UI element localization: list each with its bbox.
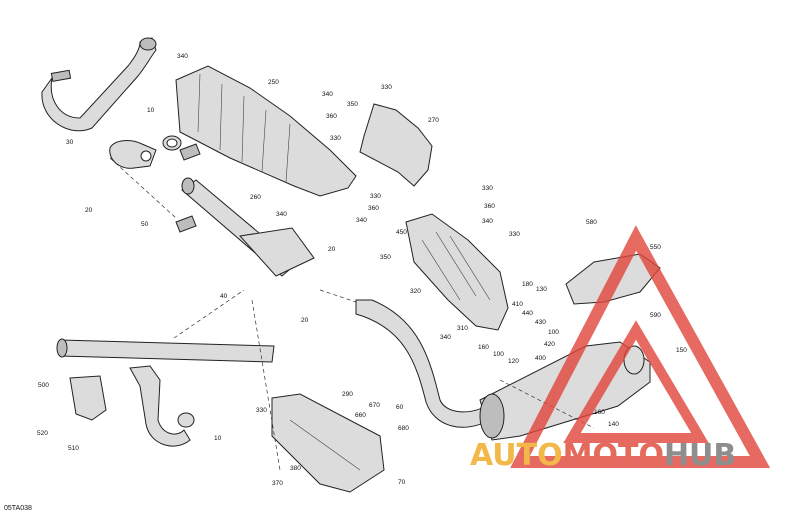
callout-140: 140 bbox=[608, 421, 619, 428]
callout-400: 400 bbox=[535, 355, 546, 362]
callout-450: 450 bbox=[396, 229, 407, 236]
callout-420: 420 bbox=[544, 341, 555, 348]
callout-550: 550 bbox=[650, 244, 661, 251]
callout-160: 160 bbox=[594, 409, 605, 416]
heat-shield-320 bbox=[405, 213, 509, 331]
callout-670: 670 bbox=[369, 402, 380, 409]
callout-330: 330 bbox=[381, 84, 392, 91]
callout-20: 20 bbox=[328, 246, 336, 253]
center-pipe-40 bbox=[181, 177, 315, 277]
callout-20: 20 bbox=[85, 207, 93, 214]
callout-660: 660 bbox=[355, 412, 366, 419]
callout-320: 320 bbox=[410, 288, 421, 295]
callout-70: 70 bbox=[398, 479, 406, 486]
watermark-logo bbox=[510, 225, 771, 468]
callout-30: 30 bbox=[66, 139, 74, 146]
callout-340: 340 bbox=[322, 91, 333, 98]
callout-340: 340 bbox=[482, 218, 493, 225]
callout-340: 340 bbox=[440, 334, 451, 341]
callout-370: 370 bbox=[272, 480, 283, 487]
callout-330: 330 bbox=[482, 185, 493, 192]
callout-360: 360 bbox=[484, 203, 495, 210]
callout-440: 440 bbox=[522, 310, 533, 317]
callout-350: 350 bbox=[380, 254, 391, 261]
callout-430: 430 bbox=[535, 319, 546, 326]
elbow-flange bbox=[109, 140, 157, 169]
callout-340: 340 bbox=[177, 53, 188, 60]
callout-410: 410 bbox=[512, 301, 523, 308]
callout-260: 260 bbox=[250, 194, 261, 201]
callout-130: 130 bbox=[536, 286, 547, 293]
callout-20: 20 bbox=[301, 317, 309, 324]
muffler-400 bbox=[479, 341, 651, 441]
callout-350: 350 bbox=[347, 101, 358, 108]
tail-pipe-assembly bbox=[56, 338, 275, 447]
callout-10: 10 bbox=[147, 107, 155, 114]
spring-set-lower bbox=[175, 215, 197, 233]
inlet-pipe bbox=[41, 37, 157, 132]
callout-340: 340 bbox=[356, 217, 367, 224]
callout-180: 180 bbox=[522, 281, 533, 288]
callout-120: 120 bbox=[508, 358, 519, 365]
callout-40: 40 bbox=[220, 293, 228, 300]
callout-330: 330 bbox=[330, 135, 341, 142]
callout-10: 10 bbox=[214, 435, 222, 442]
watermark-text: AUTOMOTOHUB bbox=[470, 438, 736, 473]
callout-590: 590 bbox=[650, 312, 661, 319]
callout-330: 330 bbox=[370, 193, 381, 200]
heat-shield-290 bbox=[271, 393, 385, 493]
clamp-ring-10 bbox=[162, 135, 182, 151]
callout-100: 100 bbox=[548, 329, 559, 336]
callout-250: 250 bbox=[268, 79, 279, 86]
callout-330: 330 bbox=[509, 231, 520, 238]
callout-510: 510 bbox=[68, 445, 79, 452]
callout-360: 360 bbox=[326, 113, 337, 120]
diagram-code: 05TA038 bbox=[4, 505, 32, 512]
callout-340: 340 bbox=[276, 211, 287, 218]
watermark-hub: HUB bbox=[664, 438, 736, 473]
callout-680: 680 bbox=[398, 425, 409, 432]
callout-160: 160 bbox=[478, 344, 489, 351]
callout-330: 330 bbox=[256, 407, 267, 414]
watermark-auto: AUTO bbox=[470, 438, 563, 473]
callout-150: 150 bbox=[676, 347, 687, 354]
callout-500: 500 bbox=[38, 382, 49, 389]
callout-50: 50 bbox=[141, 221, 149, 228]
callout-100: 100 bbox=[493, 351, 504, 358]
spring-set-upper bbox=[179, 143, 201, 161]
callout-60: 60 bbox=[396, 404, 404, 411]
callout-520: 520 bbox=[37, 430, 48, 437]
watermark-moto: MOTO bbox=[563, 438, 664, 473]
callout-310: 310 bbox=[457, 325, 468, 332]
heat-shield-250 bbox=[175, 65, 357, 197]
callout-360: 360 bbox=[368, 205, 379, 212]
callout-290: 290 bbox=[342, 391, 353, 398]
callout-380: 380 bbox=[290, 465, 301, 472]
heat-shield-270 bbox=[359, 103, 433, 187]
callout-580: 580 bbox=[586, 219, 597, 226]
callout-270: 270 bbox=[428, 117, 439, 124]
